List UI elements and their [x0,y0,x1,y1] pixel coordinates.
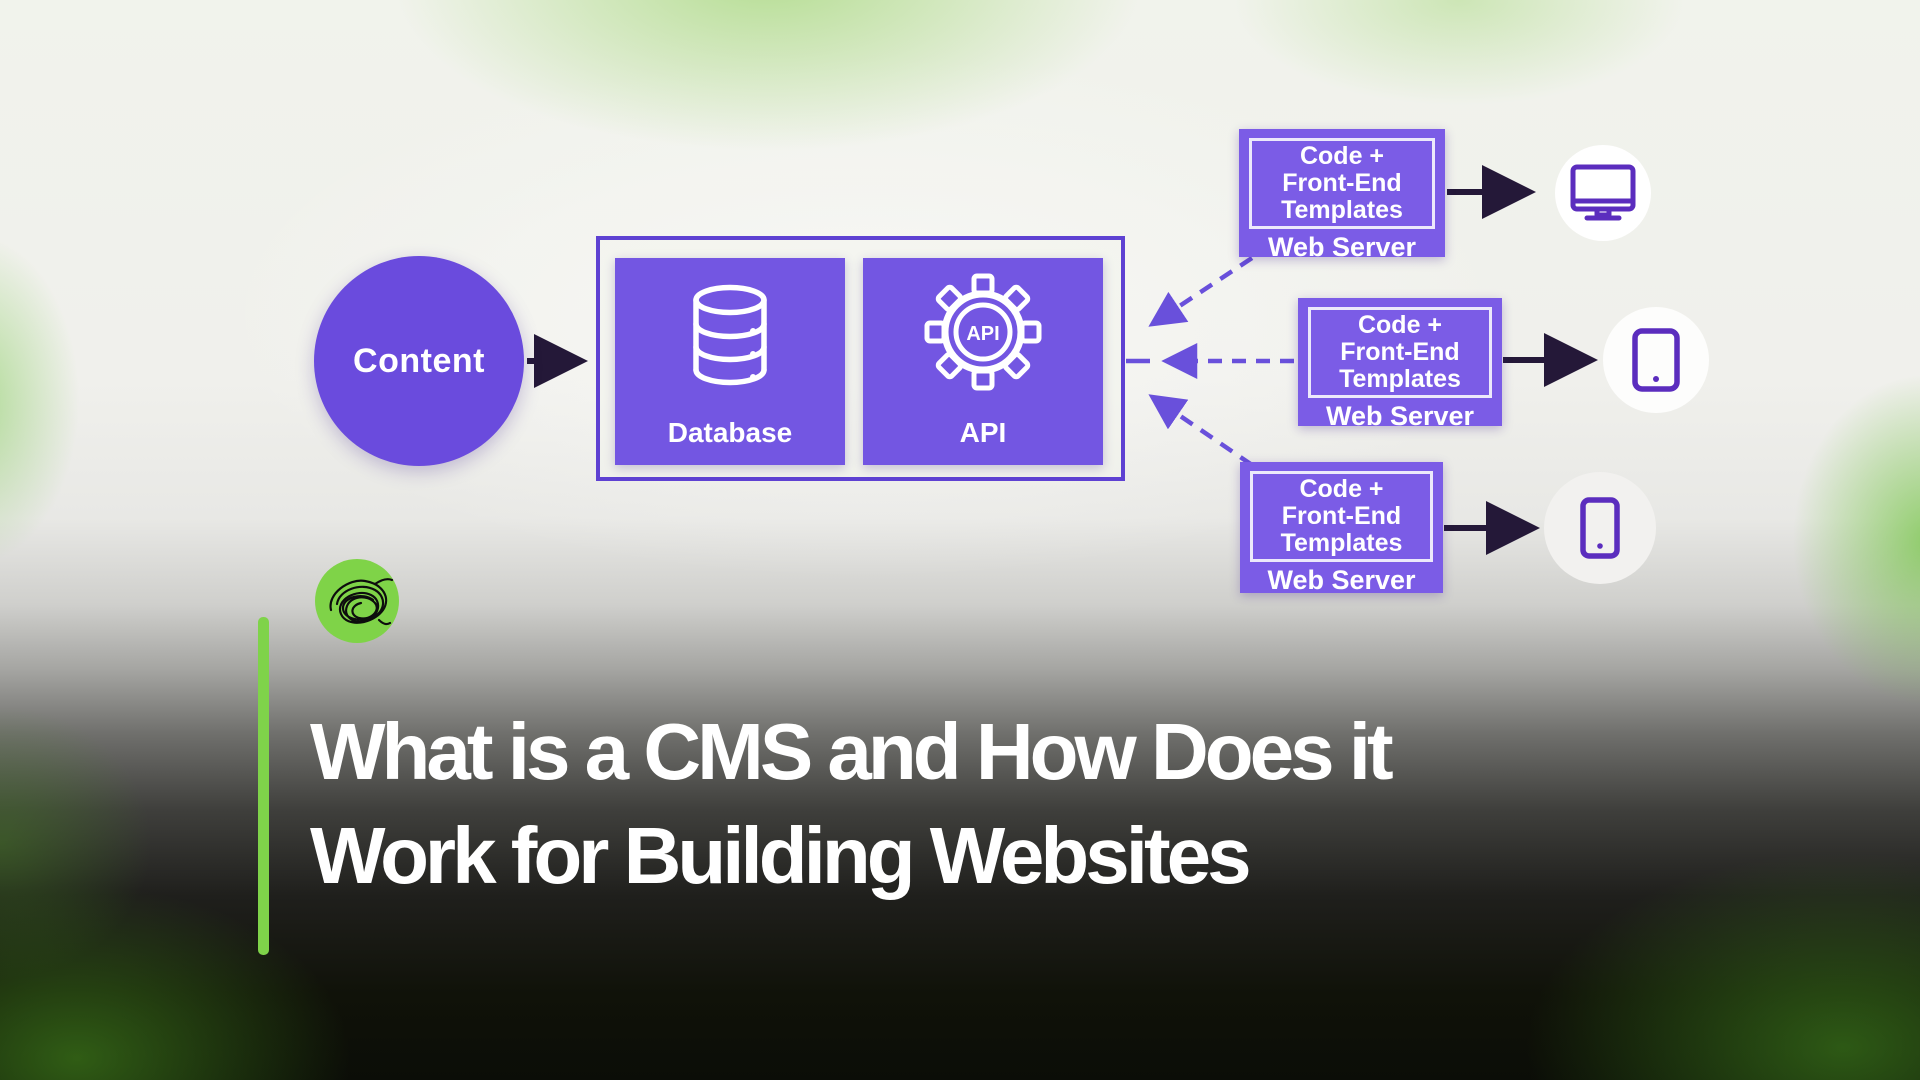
page-title: What is a CMS and How Does it Work for B… [310,700,1394,908]
cms-box: Database API API [596,236,1125,481]
web-server-box-desktop: Code + Front-End Templates Web Server [1239,129,1445,262]
templates-line: Templates [1281,196,1403,224]
content-label: Content [353,341,485,380]
templates-box: Code + Front-End Templates [1250,471,1433,562]
tablet-device [1603,307,1709,413]
content-node: Content [314,256,524,466]
phone-icon [1580,497,1620,559]
title-line-2: Work for Building Websites [310,811,1252,900]
database-box: Database [615,258,845,465]
web-server-label: Web Server [1325,401,1475,431]
web-server-label: Web Server [1267,232,1417,262]
templates-box: Code + Front-End Templates [1249,138,1435,229]
api-box: API API [863,258,1103,465]
web-server-label: Web Server [1267,565,1416,595]
api-label: API [959,417,1007,448]
templates-line: Templates [1280,529,1403,557]
dashed-arrow-ws1-to-api [1148,256,1254,327]
gear-api-text: API [966,323,999,345]
web-server-box-phone: Code + Front-End Templates Web Server [1240,462,1443,595]
templates-line: Front-End [1340,338,1460,366]
templates-line: Code + [1299,142,1385,170]
title-line-1: What is a CMS and How Does it [310,707,1394,796]
desktop-icon [1570,164,1636,221]
desktop-device [1555,145,1651,241]
database-icon [693,284,767,386]
tablet-icon [1632,328,1680,392]
web-server-box-tablet: Code + Front-End Templates Web Server [1298,298,1502,431]
dashed-arrow-ws3-to-api [1148,394,1254,467]
phone-device [1544,472,1656,584]
title-accent-bar [258,617,269,955]
scribble-icon [329,578,394,626]
templates-line: Front-End [1281,502,1402,530]
templates-line: Templates [1339,365,1461,393]
templates-line: Front-End [1282,169,1402,197]
templates-box: Code + Front-End Templates [1308,307,1492,398]
database-label: Database [667,417,793,448]
templates-line: Code + [1357,311,1443,339]
scribble-logo [315,559,399,643]
gear-icon: API [924,273,1042,391]
templates-line: Code + [1299,475,1384,503]
